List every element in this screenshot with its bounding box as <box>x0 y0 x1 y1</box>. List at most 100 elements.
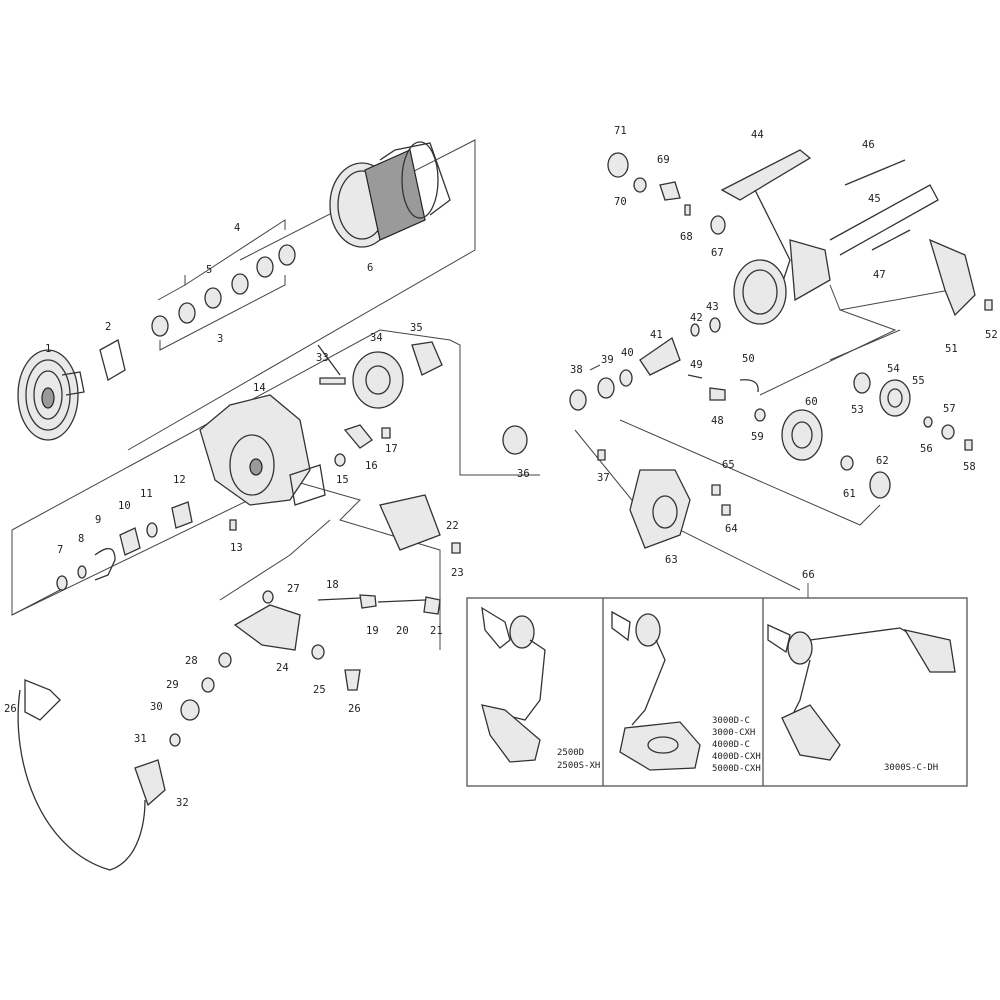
handle-label-group-1: 2500D 2500S-XH <box>557 748 600 771</box>
part-label-7: 7 <box>57 544 63 556</box>
rotor-part <box>199 394 326 506</box>
part-label-62: 62 <box>876 455 889 467</box>
part-label-54: 54 <box>887 363 900 375</box>
handle-single-knob-1 <box>481 606 546 763</box>
part-label-67: 67 <box>711 247 724 259</box>
spool-part <box>329 141 451 248</box>
drag-knob-part <box>17 349 85 441</box>
part-label-32: 32 <box>176 797 189 809</box>
part-label-22: 22 <box>446 520 459 532</box>
part-label-55: 55 <box>912 375 925 387</box>
part-label-46: 46 <box>862 139 875 151</box>
part-label-5: 5 <box>206 264 212 276</box>
main-shaft-parts <box>502 317 759 461</box>
handle-label-4000D-C: 4000D-C <box>712 740 750 750</box>
part-label-40: 40 <box>621 347 634 359</box>
part-label-64: 64 <box>725 523 738 535</box>
handle-label-group-2: 3000D-C 3000-CXH 4000D-C 4000D-CXH 5000D… <box>712 716 761 774</box>
part-label-70: 70 <box>614 196 627 208</box>
handle-label-4000D-CXH: 4000D-CXH <box>712 752 761 762</box>
part-label-41: 41 <box>650 329 663 341</box>
handle-options-box: 2500D 2500S-XH 3000D-C 3000-CXH 4000D-C … <box>466 583 968 787</box>
drag-washer-stack <box>151 219 296 351</box>
handle-single-knob-2 <box>611 610 701 771</box>
part-label-3: 3 <box>217 333 223 345</box>
part-label-1: 1 <box>45 343 51 355</box>
part-label-26-left: 26 <box>4 703 17 715</box>
part-label-2: 2 <box>105 321 111 333</box>
handle-label-3000-CXH: 3000-CXH <box>712 728 755 738</box>
part-label-42: 42 <box>690 312 703 324</box>
part-label-69: 69 <box>657 154 670 166</box>
bail-arm-parts <box>17 590 361 871</box>
part-label-11: 11 <box>140 488 153 500</box>
rotor-brake-parts <box>607 152 731 549</box>
part-label-20: 20 <box>396 625 409 637</box>
handle-label-2500S-XH: 2500S-XH <box>557 761 600 771</box>
part-label-33: 33 <box>316 352 329 364</box>
part-label-65: 65 <box>722 459 735 471</box>
part-label-25: 25 <box>313 684 326 696</box>
part-label-19: 19 <box>366 625 379 637</box>
part-label-39: 39 <box>601 354 614 366</box>
part-label-49: 49 <box>690 359 703 371</box>
part-label-26-right: 26 <box>348 703 361 715</box>
part-label-15: 15 <box>336 474 349 486</box>
part-label-50: 50 <box>742 353 755 365</box>
part-label-61: 61 <box>843 488 856 500</box>
part-label-27: 27 <box>287 583 300 595</box>
part-label-38: 38 <box>570 364 583 376</box>
handle-double-knob <box>767 623 956 761</box>
part-label-23: 23 <box>451 567 464 579</box>
handle-label-5000D-CXH: 5000D-CXH <box>712 764 761 774</box>
bail-wire-parts <box>317 594 441 615</box>
part-label-36: 36 <box>517 468 530 480</box>
handle-label-group-3: 3000S-C-DH <box>884 763 938 773</box>
part-label-9: 9 <box>95 514 101 526</box>
part-label-68: 68 <box>680 231 693 243</box>
part-label-57: 57 <box>943 403 956 415</box>
part-label-12: 12 <box>173 474 186 486</box>
part-label-24: 24 <box>276 662 289 674</box>
part-label-34: 34 <box>370 332 383 344</box>
part-label-18: 18 <box>326 579 339 591</box>
line-roller-cover-part <box>352 341 461 554</box>
part-label-28: 28 <box>185 655 198 667</box>
small-rotor-parts <box>56 344 391 591</box>
handle-label-3000S-C-DH: 3000S-C-DH <box>884 763 938 773</box>
part-label-58: 58 <box>963 461 976 473</box>
part-number-labels: 1 2 3 4 5 6 7 8 9 10 11 12 13 14 15 16 1… <box>4 125 998 809</box>
gear-parts <box>754 372 973 499</box>
part-label-53: 53 <box>851 404 864 416</box>
part-label-6: 6 <box>367 262 373 274</box>
part-label-66: 66 <box>802 569 815 581</box>
part-label-17: 17 <box>385 443 398 455</box>
part-label-4: 4 <box>234 222 240 234</box>
part-label-71: 71 <box>614 125 627 137</box>
part-label-63: 63 <box>665 554 678 566</box>
part-label-48: 48 <box>711 415 724 427</box>
part-label-37: 37 <box>597 472 610 484</box>
handle-label-2500D: 2500D <box>557 748 584 758</box>
part-label-51: 51 <box>945 343 958 355</box>
part-label-35: 35 <box>410 322 423 334</box>
part-label-56: 56 <box>920 443 933 455</box>
part-label-31: 31 <box>134 733 147 745</box>
part-label-29: 29 <box>166 679 179 691</box>
part-label-43: 43 <box>706 301 719 313</box>
reel-body-part <box>720 149 993 325</box>
part-label-47: 47 <box>873 269 886 281</box>
part-label-14: 14 <box>253 382 266 394</box>
part-label-45: 45 <box>868 193 881 205</box>
part-label-44: 44 <box>751 129 764 141</box>
part-label-52: 52 <box>985 329 998 341</box>
handle-label-3000D-C: 3000D-C <box>712 716 750 726</box>
part-label-10: 10 <box>118 500 131 512</box>
part-label-16: 16 <box>365 460 378 472</box>
part-label-8: 8 <box>78 533 84 545</box>
part-label-30: 30 <box>150 701 163 713</box>
part-label-59: 59 <box>751 431 764 443</box>
drag-clip-part <box>99 339 126 381</box>
part-label-13: 13 <box>230 542 243 554</box>
